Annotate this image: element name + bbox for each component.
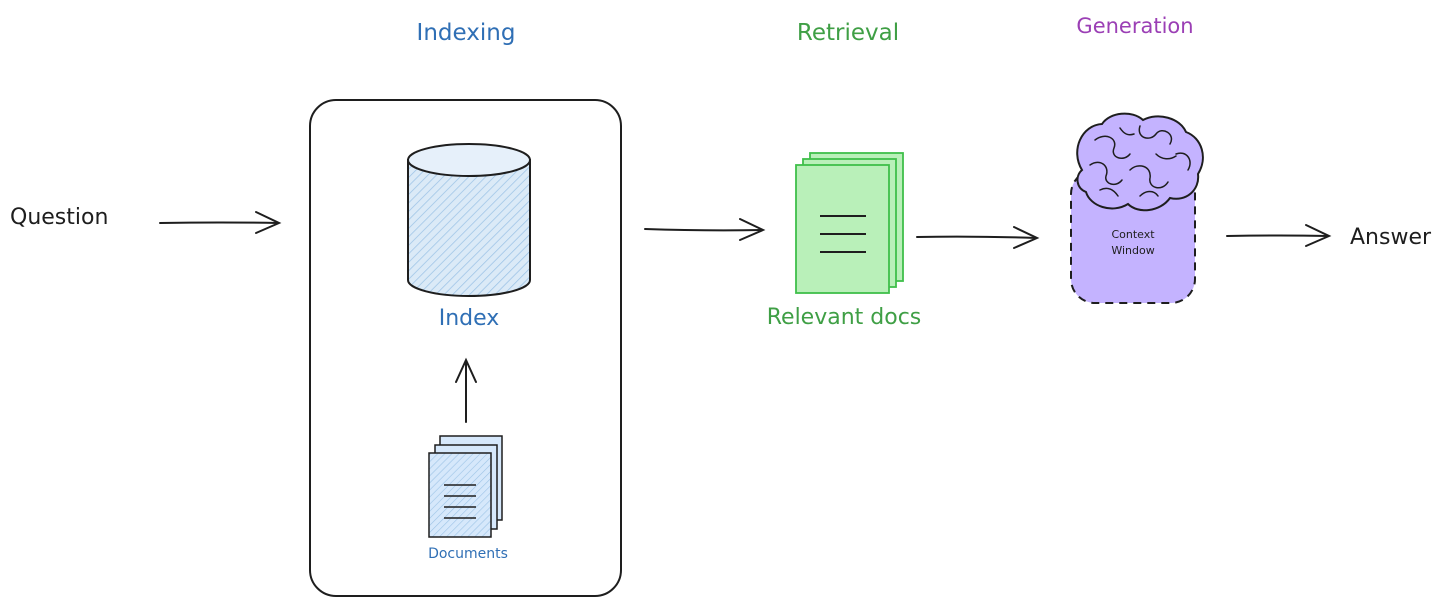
relevant-docs-icon — [795, 152, 904, 294]
documents-label: Documents — [428, 546, 508, 562]
answer-label: Answer — [1350, 225, 1432, 250]
question-label: Question — [10, 205, 108, 230]
brain-icon — [1076, 112, 1204, 212]
stage-title-indexing: Indexing — [417, 20, 516, 46]
database-icon — [407, 143, 531, 297]
stage-title-retrieval: Retrieval — [797, 20, 899, 46]
stage-title-generation: Generation — [1076, 14, 1193, 38]
indexing-container — [309, 99, 622, 597]
context-window-label-line1: Context — [1111, 228, 1155, 241]
arrow-question-to-index — [159, 211, 282, 234]
index-label: Index — [439, 306, 500, 331]
arrow-index-to-retrieval — [644, 218, 766, 241]
document-stack-icon — [428, 435, 503, 538]
arrow-generation-to-answer — [1226, 224, 1332, 247]
arrow-retrieval-to-generation — [916, 226, 1040, 249]
context-window-label-line2: Window — [1111, 244, 1154, 257]
arrow-documents-to-index — [455, 357, 477, 423]
relevant-docs-label: Relevant docs — [767, 305, 922, 330]
